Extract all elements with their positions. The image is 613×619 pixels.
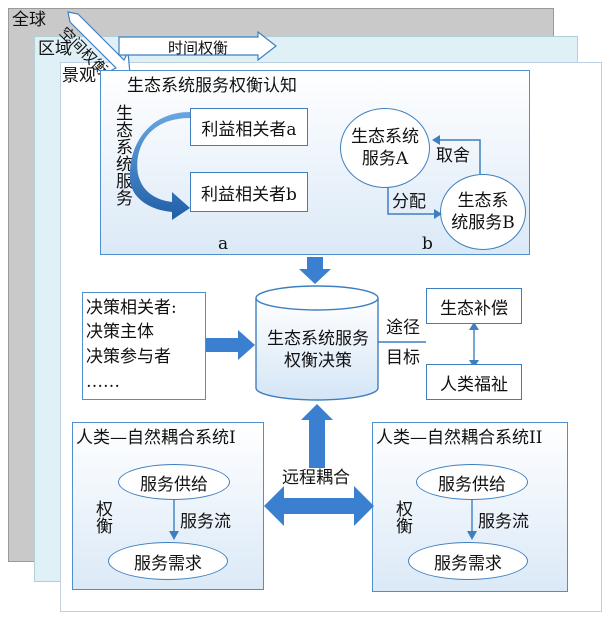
decision-subject: 决策主体: [86, 322, 154, 342]
allocation-label: 分配: [392, 192, 426, 212]
up-arrow: [301, 404, 333, 468]
left-tradeoff-vertical-label: 权衡: [92, 500, 112, 534]
pathway-connector: [378, 341, 426, 343]
telecoupling-label: 远程耦合: [282, 468, 350, 488]
service-a-label: 生态系统服务A: [351, 127, 419, 169]
down-arrow: [299, 257, 331, 284]
right-service-flow-label: 服务流: [478, 512, 529, 532]
decision-stakeholders-title: 决策相关者:: [86, 298, 177, 318]
right-arrow: [206, 330, 255, 360]
stakeholder-b-box: 利益相关者b: [190, 172, 308, 212]
cognition-title: 生态系统服务权衡认知: [127, 76, 297, 96]
service-a-circle: 生态系统服务A: [340, 108, 430, 188]
human-welfare-box: 人类福祉: [426, 364, 522, 400]
right-service-supply: 服务供给: [416, 464, 528, 500]
label-a: a: [218, 234, 229, 254]
decision-cylinder: [255, 285, 379, 401]
coupled-system-right-title: 人类—自然耦合系统II: [376, 428, 543, 448]
coupled-system-left-title: 人类—自然耦合系统I: [76, 428, 236, 448]
ecological-compensation-box: 生态补偿: [426, 288, 522, 324]
left-service-demand: 服务需求: [108, 542, 228, 580]
pathway-label: 途径: [386, 318, 420, 338]
tradeoff-choice-label: 取舍: [436, 146, 470, 166]
right-service-demand: 服务需求: [408, 542, 528, 580]
decision-participant: 决策参与者: [86, 347, 171, 367]
region-label: 区域: [38, 39, 72, 59]
temporal-tradeoff-label: 时间权衡: [168, 39, 229, 57]
ecosystem-services-vertical-label: 生态系统服务: [112, 104, 132, 206]
landscape-label: 景观: [62, 66, 96, 86]
global-label: 全球: [12, 10, 46, 30]
label-b: b: [422, 234, 433, 254]
telecoupling-arrow: [264, 486, 374, 526]
left-service-flow-label: 服务流: [180, 512, 231, 532]
service-b-label: 生态系统服务B: [451, 191, 515, 233]
right-tradeoff-vertical-label: 权衡: [392, 500, 412, 534]
service-b-circle: 生态系统服务B: [440, 174, 526, 250]
service-exchange-arrows: [387, 135, 481, 219]
left-flow-arrow: [169, 500, 179, 540]
curved-arrow: [130, 112, 190, 220]
decision-stakeholders-box: [82, 292, 206, 400]
outcome-double-arrow: [469, 322, 479, 368]
temporal-tradeoff-arrow: [118, 31, 277, 61]
stakeholder-a-box: 利益相关者a: [190, 108, 308, 146]
decision-core-label: 生态系统服务权衡决策: [267, 329, 369, 371]
target-label: 目标: [386, 348, 420, 368]
decision-etc: ……: [86, 372, 120, 392]
left-service-supply: 服务供给: [118, 464, 230, 500]
right-flow-arrow: [467, 500, 477, 540]
